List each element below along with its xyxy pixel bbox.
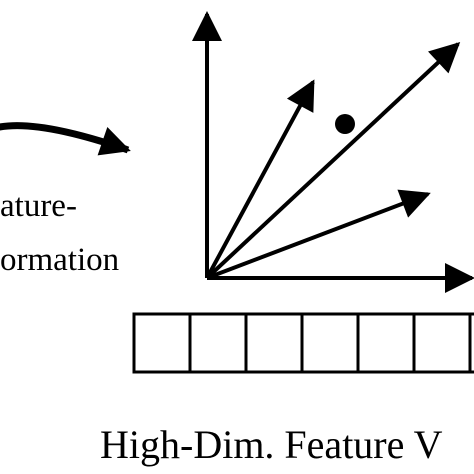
caption: High-Dim. Feature V <box>100 422 443 467</box>
feature-vector-lower <box>206 189 431 280</box>
transformation-label-line2: ormation <box>0 242 119 278</box>
transformation-label-line1: ature- <box>0 188 77 224</box>
feature-vector-long <box>205 41 461 280</box>
feature-vector-cell <box>356 312 416 374</box>
feature-vector-cell <box>468 312 474 374</box>
feature-vector-cell <box>412 312 472 374</box>
feature-vector-cell <box>132 312 192 374</box>
feature-vector-cell <box>300 312 360 374</box>
feature-vector-cell <box>188 312 248 374</box>
data-point <box>335 114 355 134</box>
feature-vector-upper <box>205 79 315 279</box>
feature-vector-cell <box>244 312 304 374</box>
transformation-arrow <box>0 122 131 156</box>
feature-vector-boxes <box>132 312 474 374</box>
